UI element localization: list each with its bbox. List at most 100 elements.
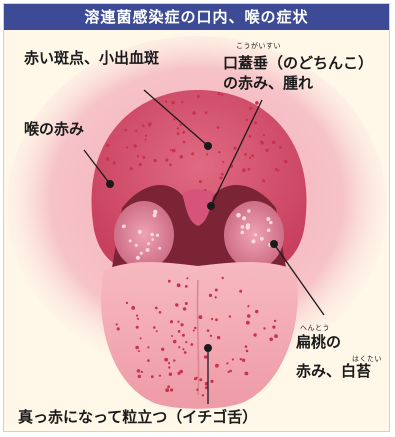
petechia-dot (260, 141, 264, 145)
petechia-dot (193, 330, 195, 332)
petechia-dot (185, 285, 188, 288)
petechia-dot (218, 151, 220, 153)
petechia-dot (106, 144, 109, 147)
petechia-dot (246, 119, 248, 121)
petechia-dot (262, 179, 265, 182)
petechia-dot (170, 149, 172, 151)
petechia-dot (196, 377, 198, 379)
petechia-dot (218, 92, 221, 95)
tonsil-spot (135, 244, 138, 247)
tonsil-spot (156, 234, 159, 237)
petechia-dot (126, 302, 128, 304)
tonsil-right (224, 201, 284, 269)
petechia-dot (242, 168, 246, 172)
petechia-dot (167, 385, 170, 388)
petechia-dot (147, 359, 150, 362)
petechia-dot (182, 131, 185, 134)
petechia-dot (247, 314, 251, 318)
petechia-dot (221, 173, 224, 176)
petechia-dot (263, 327, 265, 329)
petechia-dot (137, 318, 139, 320)
petechia-dot (217, 126, 220, 129)
tonsil-spot (146, 248, 150, 252)
tonsil-spot (122, 225, 126, 229)
petechia-dot (173, 340, 177, 344)
petechia-dot (240, 358, 242, 360)
petechia-dot (244, 153, 247, 156)
petechia-dot (172, 149, 176, 153)
petechia-dot (165, 159, 168, 162)
tonsil-spot (140, 252, 143, 255)
petechia-dot (161, 348, 164, 351)
petechia-dot (183, 141, 186, 144)
tonsil-spot (151, 238, 154, 241)
petechia-dot (130, 167, 133, 170)
tonsil-left (114, 201, 174, 269)
petechia-dot (106, 157, 110, 161)
petechia-dot (199, 315, 203, 319)
petechia-dot (177, 132, 180, 135)
petechia-dot (194, 327, 196, 329)
label-tongue: 真っ赤になって粒立つ（イチゴ舌） (18, 408, 257, 427)
petechia-dot (182, 348, 184, 350)
petechia-dot (145, 135, 147, 137)
petechia-dot (133, 144, 137, 148)
petechia-dot (222, 161, 224, 163)
petechia-dot (159, 311, 162, 314)
petechia-dot (232, 358, 234, 360)
title: 溶連菌感染症の口内、喉の症状 (84, 8, 308, 26)
petechia-dot (277, 169, 279, 171)
petechia-dot (191, 152, 194, 155)
petechia-dot (170, 388, 173, 391)
petechia-dot (207, 329, 210, 332)
leader-dot-throat (106, 180, 114, 188)
petechia-dot (136, 315, 138, 317)
petechia-dot (251, 154, 254, 157)
petechia-dot (249, 157, 251, 159)
petechia-dot (168, 366, 170, 368)
ruby-uvula: こうがいすい (236, 41, 281, 51)
petechia-dot (165, 100, 167, 102)
petechia-dot (217, 336, 220, 339)
petechia-dot (209, 294, 212, 297)
petechia-dot (126, 146, 128, 148)
petechia-dot (148, 123, 151, 126)
petechia-dot (246, 350, 249, 353)
petechia-dot (254, 121, 257, 124)
petechia-dot (177, 127, 179, 129)
label-tonsil-line1: 扁桃の (296, 333, 341, 352)
petechia-dot (204, 355, 207, 358)
petechia-dot (113, 161, 116, 164)
petechia-dot (165, 388, 169, 392)
petechia-dot (169, 373, 172, 376)
tonsil-spot (242, 216, 246, 220)
petechia-dot (185, 302, 188, 305)
petechia-dot (272, 326, 275, 329)
label-uvula-line2: の赤み、腫れ (223, 74, 313, 93)
petechia-dot (147, 346, 149, 348)
petechia-dot (248, 168, 251, 171)
petechia-dot (265, 149, 268, 152)
petechia-dot (229, 315, 231, 317)
tonsil-spot (267, 228, 271, 232)
ruby-tonsil: へんとう (300, 323, 330, 333)
petechia-dot (222, 277, 224, 279)
petechia-dot (180, 124, 182, 126)
petechia-dot (145, 139, 147, 141)
petechia-dot (197, 95, 200, 98)
petechia-dot (215, 364, 219, 368)
petechia-dot (246, 321, 250, 325)
tonsil-spot (236, 213, 241, 218)
petechia-dot (153, 326, 156, 329)
petechia-dot (215, 296, 217, 298)
petechia-dot (199, 378, 202, 381)
leader-dot-spots (204, 142, 212, 150)
petechia-dot (124, 129, 127, 132)
petechia-dot (171, 101, 175, 105)
leader-dot-uvula (207, 202, 215, 210)
petechia-dot (199, 180, 202, 183)
petechia-dot (185, 341, 187, 343)
petechia-dot (202, 394, 204, 396)
petechia-dot (139, 163, 142, 166)
petechia-dot (183, 307, 186, 310)
